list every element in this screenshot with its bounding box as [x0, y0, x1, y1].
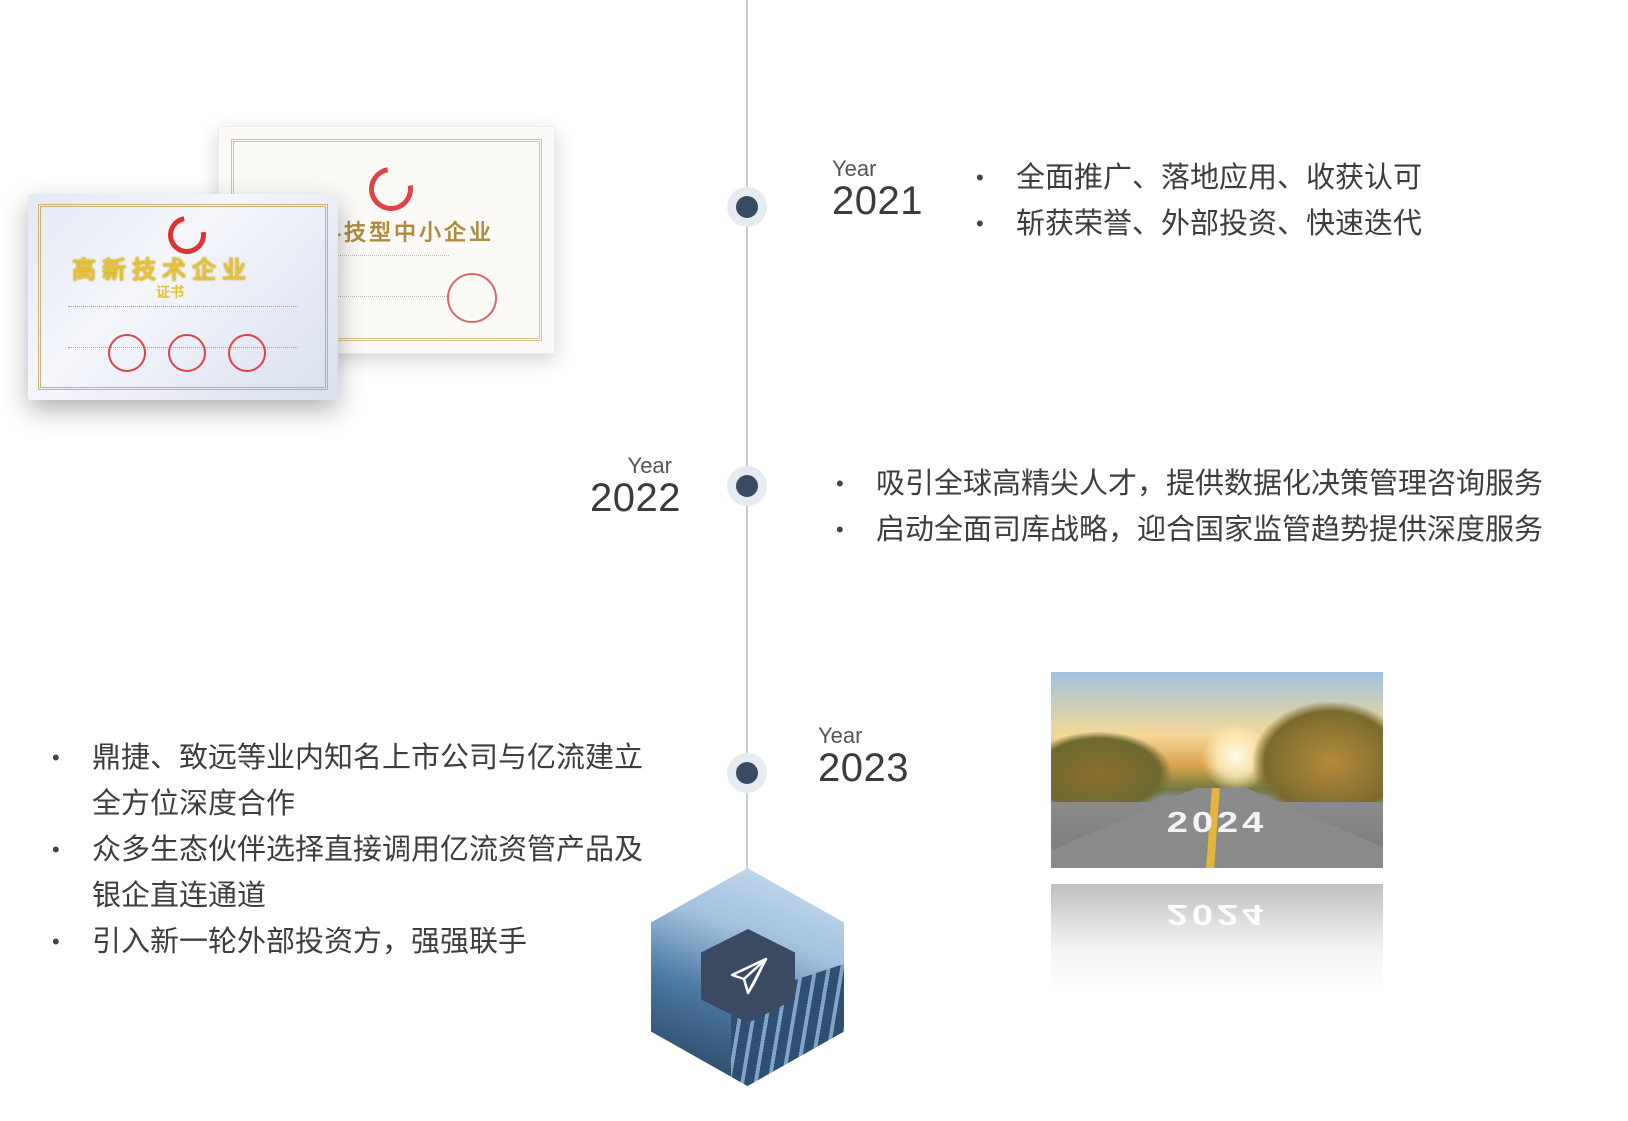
trees: [1051, 732, 1171, 802]
certificate-title: 高新技术企业: [72, 257, 252, 284]
list-item: 斩获荣誉、外部投资、快速迭代: [968, 201, 1422, 247]
certificate-text-lines: [319, 255, 449, 297]
certificate-title: 科技型中小企业: [319, 220, 495, 245]
road-text: 2024: [1166, 807, 1268, 839]
seal-icon: [228, 334, 266, 372]
list-item: 全面推广、落地应用、收获认可: [968, 155, 1422, 201]
seal-icon: [447, 273, 497, 323]
list-item: 众多生态伙伴选择直接调用亿流资管产品及银企直连通道: [44, 827, 664, 919]
road-photo-reflection: 2024: [1051, 884, 1383, 994]
year-block-2022: Year 2022: [590, 453, 681, 520]
year-value: 2022: [590, 476, 681, 520]
year-value: 2023: [818, 746, 909, 790]
timeline-dot: [736, 196, 758, 218]
paper-plane-icon: [730, 957, 768, 995]
seal-icon: [168, 334, 206, 372]
certificate-frame: [38, 204, 328, 390]
bullet-list-2022: 吸引全球高精尖人才，提供数据化决策管理咨询服务 启动全面司库战略，迎合国家监管趋…: [828, 461, 1543, 553]
year-label: Year: [627, 453, 672, 478]
list-item: 引入新一轮外部投资方，强强联手: [44, 919, 664, 965]
seal-icon: [108, 334, 146, 372]
bullet-list-2021: 全面推广、落地应用、收获认可 斩获荣誉、外部投资、快速迭代: [968, 155, 1422, 247]
year-block-2023: Year 2023: [818, 723, 909, 790]
timeline-node-2021: [727, 187, 767, 227]
list-item: 吸引全球高精尖人才，提供数据化决策管理咨询服务: [828, 461, 1543, 507]
year-label: Year: [818, 723, 863, 748]
list-item: 启动全面司库战略，迎合国家监管趋势提供深度服务: [828, 507, 1543, 553]
road-text-reflection: 2024: [1166, 898, 1268, 930]
timeline-dot: [736, 475, 758, 497]
year-label: Year: [832, 156, 877, 181]
list-item: 鼎捷、致远等业内知名上市公司与亿流建立全方位深度合作: [44, 735, 664, 827]
trees: [1253, 702, 1383, 802]
bullet-list-2023: 鼎捷、致远等业内知名上市公司与亿流建立全方位深度合作 众多生态伙伴选择直接调用亿…: [44, 735, 664, 965]
timeline-node-2023: [727, 753, 767, 793]
year-value: 2021: [832, 179, 923, 223]
road-photo: 2024: [1051, 672, 1383, 868]
certificate-image-front: 高新技术企业 证书: [28, 194, 338, 400]
year-block-2021: Year 2021: [832, 156, 923, 223]
timeline-node-2022: [727, 466, 767, 506]
timeline-line: [746, 0, 748, 880]
certificate-subtitle: 证书: [156, 284, 184, 300]
timeline-dot: [736, 762, 758, 784]
